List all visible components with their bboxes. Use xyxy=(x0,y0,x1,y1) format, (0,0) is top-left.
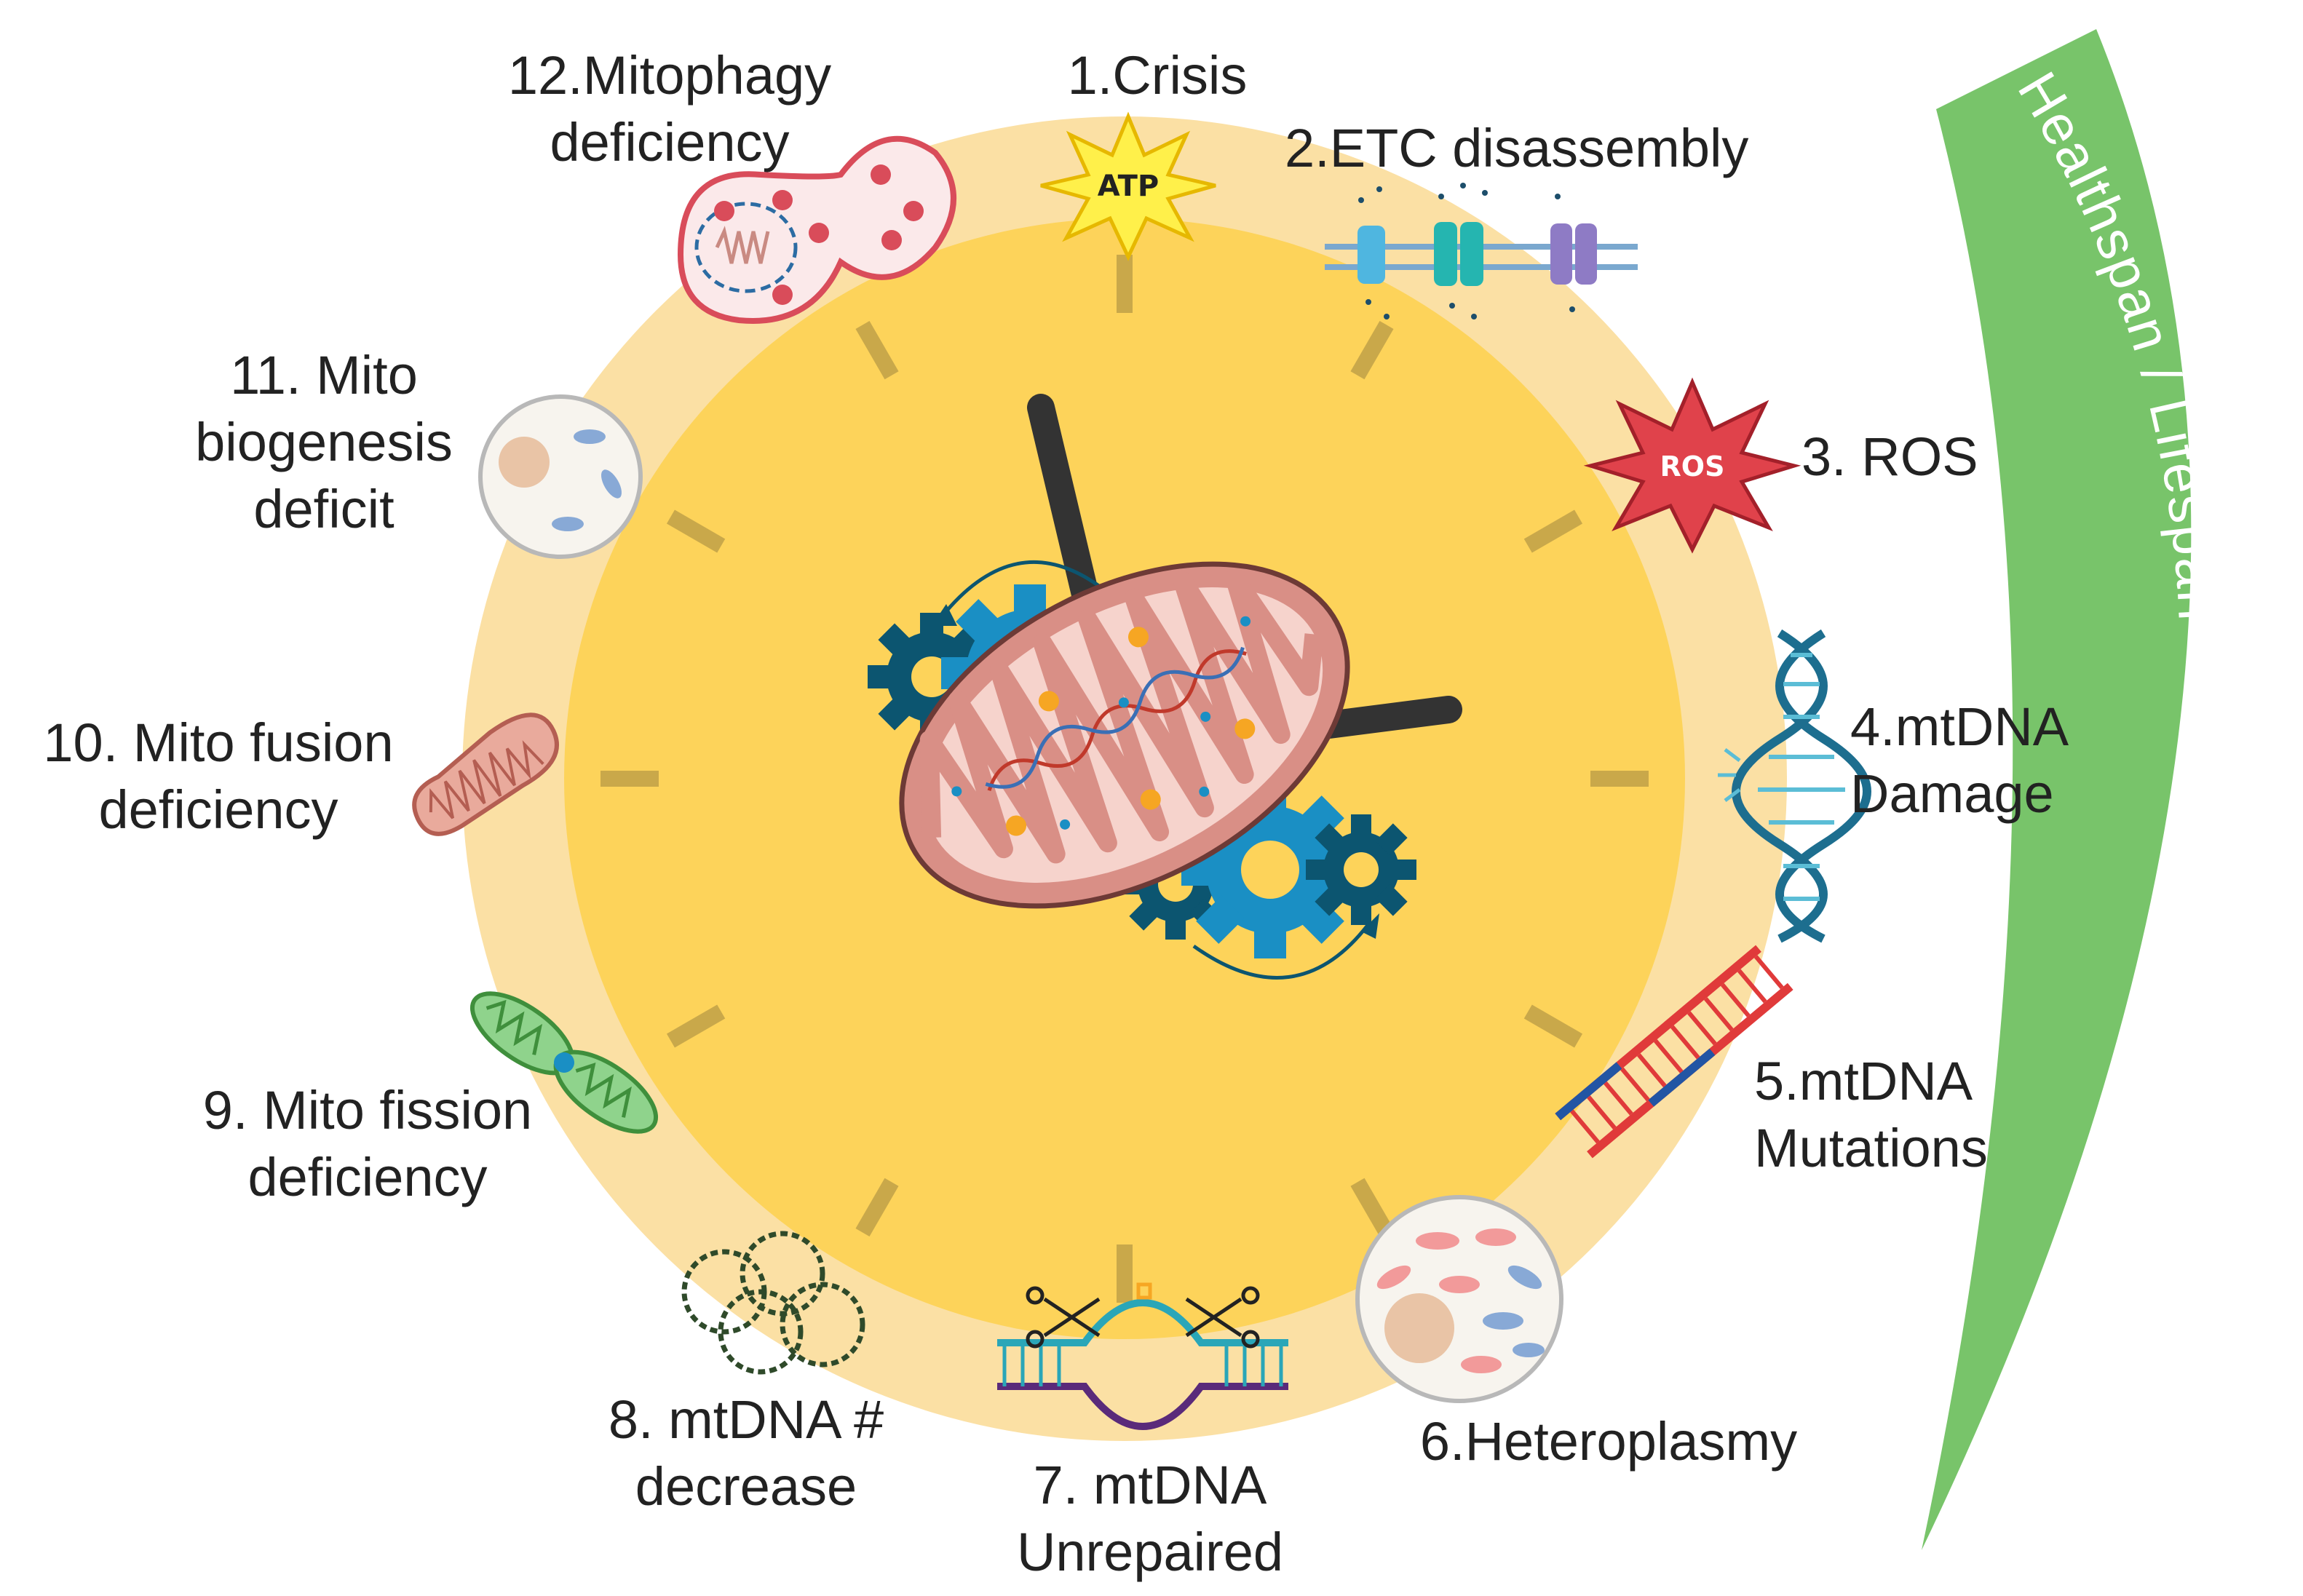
clock-tick xyxy=(855,1178,899,1237)
cell-biogenesis-icon xyxy=(478,394,643,559)
label-6-heteroplasmy: 6.Heteroplasmy xyxy=(1419,1411,1798,1472)
mtdna-circles-icon xyxy=(681,1231,865,1375)
label-1-crisis: 1.Crisis xyxy=(1067,45,1248,106)
label-9-mito-fission: 9. Mito fission deficiency xyxy=(202,1080,533,1207)
dna-repair-scissors-icon xyxy=(997,1282,1288,1431)
mitophagy-icon xyxy=(677,135,956,324)
label-8-mtdna-decrease: 8. mtDNA # decrease xyxy=(608,1389,884,1517)
gear-icon xyxy=(1306,814,1416,925)
label-11-mito-biogenesis: 11. Mito biogenesis deficit xyxy=(195,345,453,539)
label-4-mtdna-damage: 4.mtDNA Damage xyxy=(1850,696,2069,824)
clock-ticks xyxy=(600,255,1649,1303)
label-3-ros: 3. ROS xyxy=(1801,426,1978,487)
atp-starburst-icon: ATP xyxy=(1040,111,1216,261)
etc-complex-icon xyxy=(1325,183,1638,319)
label-7-mtdna-unrepaired: 7. mtDNA Unrepaired xyxy=(1016,1455,1284,1582)
mito-fusion-icon xyxy=(412,712,559,836)
label-5-mtdna-mutations: 5.mtDNA Mutations xyxy=(1754,1051,1988,1178)
label-2-etc-disassembly: 2.ETC disassembly xyxy=(1285,118,1749,178)
atp-badge-text: ATP xyxy=(1098,170,1159,203)
dna-helix-icon xyxy=(1718,629,1871,943)
clock-tick xyxy=(1523,509,1583,553)
label-10-mito-fusion: 10. Mito fusion deficiency xyxy=(43,712,394,840)
clock-tick xyxy=(666,509,726,553)
clock-tick xyxy=(666,1004,726,1048)
dna-ladder-icon xyxy=(1555,945,1793,1159)
clock-tick xyxy=(1350,320,1394,380)
cell-heteroplasmy-icon xyxy=(1355,1195,1563,1403)
ros-badge-text: ROS xyxy=(1660,450,1725,483)
clock-tick xyxy=(1523,1004,1583,1048)
mito-fission-icon xyxy=(469,991,659,1134)
ros-starburst-icon: ROS xyxy=(1583,377,1801,554)
clock-tick xyxy=(1350,1178,1394,1237)
healthspan-arc xyxy=(1922,29,2192,1550)
clock-tick xyxy=(855,320,899,380)
label-12-mitophagy: 12.Mitophagy deficiency xyxy=(507,45,832,172)
mitochondrion-icon xyxy=(899,561,1350,909)
